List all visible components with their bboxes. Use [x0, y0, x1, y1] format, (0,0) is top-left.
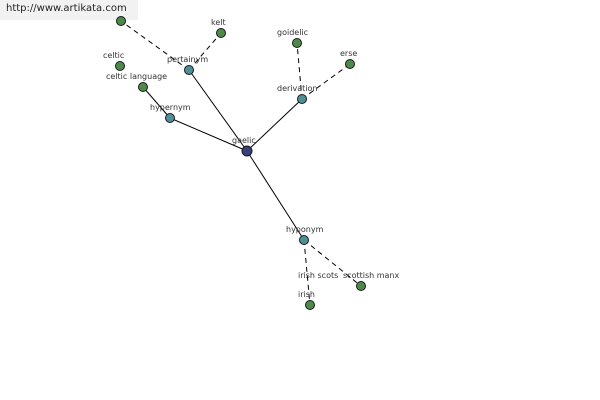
node-kelt[interactable]	[216, 28, 226, 38]
edge-derivation-to-goidelic	[296, 42, 303, 100]
node-scottish-manx[interactable]	[356, 281, 366, 291]
node-erse[interactable]	[345, 59, 355, 69]
graph-labels: gaelic hypernym pertainym derivation hyponym…	[103, 18, 400, 299]
node-label-celtic-language[interactable]: celtic language	[106, 72, 167, 81]
node-partial-term[interactable]	[116, 16, 126, 26]
edge-pertainym-to-kelt	[188, 32, 222, 71]
node-derivation[interactable]	[297, 94, 307, 104]
node-label-pertainym[interactable]: pertainym	[167, 55, 208, 64]
edge-gaelic-to-pertainym	[188, 69, 248, 152]
node-label-goidelic[interactable]: goidelic	[277, 28, 308, 37]
node-hypernym[interactable]	[165, 113, 175, 123]
node-label-irish-scots[interactable]: irish scots	[298, 271, 338, 280]
edge-hyponym-to-scottish-manx	[303, 239, 362, 287]
node-celtic[interactable]	[115, 61, 125, 71]
node-label-hyponym[interactable]: hyponym	[286, 225, 324, 234]
node-label-hypernym[interactable]: hypernym	[150, 103, 191, 112]
node-hyponym[interactable]	[299, 235, 309, 245]
node-gaelic[interactable]	[241, 145, 253, 157]
edge-pertainym-to-partial-term	[120, 20, 190, 71]
node-goidelic[interactable]	[292, 38, 302, 48]
edge-gaelic-to-hypernym	[169, 117, 248, 152]
node-label-celtic[interactable]: celtic	[103, 51, 124, 60]
edge-hypernym-to-celtic-language	[142, 86, 171, 119]
node-label-scottish-manx[interactable]: scottish manx	[343, 271, 400, 280]
node-celtic-language[interactable]	[138, 82, 148, 92]
edge-hyponym-to-irish	[303, 239, 311, 306]
edge-gaelic-to-derivation	[246, 98, 303, 152]
source-url-banner[interactable]: http://www.artikata.com	[0, 0, 138, 20]
graph-nodes	[115, 16, 366, 310]
node-label-derivation[interactable]: derivation	[277, 84, 317, 93]
node-irish[interactable]	[305, 300, 315, 310]
node-label-kelt[interactable]: kelt	[211, 18, 226, 27]
node-label-gaelic[interactable]: gaelic	[232, 136, 256, 145]
node-pertainym[interactable]	[184, 65, 194, 75]
node-label-erse[interactable]: erse	[340, 49, 357, 58]
node-label-irish[interactable]: irish	[298, 290, 315, 299]
edge-gaelic-to-hyponym	[246, 150, 305, 241]
graph-edges	[120, 20, 362, 306]
edge-derivation-to-erse	[301, 63, 351, 100]
